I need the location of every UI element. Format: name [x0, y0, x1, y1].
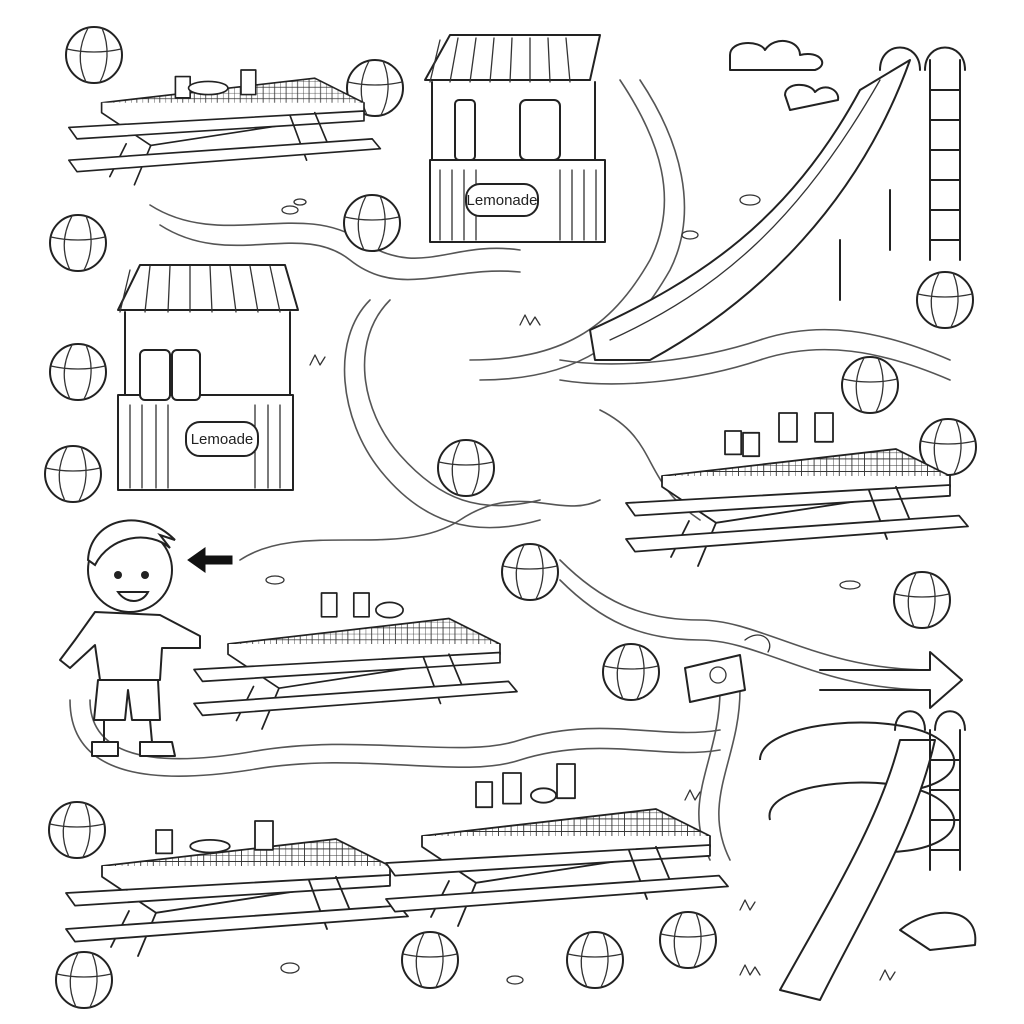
- beach-ball-icon: [49, 214, 107, 272]
- lemonade-stand-left: Lemoade: [117, 264, 299, 491]
- clouds: [729, 40, 840, 111]
- beach-ball-icon: [437, 439, 495, 497]
- picnic-table-center-left: [193, 592, 518, 730]
- beach-ball-icon: [566, 931, 624, 989]
- beach-ball-icon: [893, 571, 951, 629]
- beach-ball-icon: [65, 26, 123, 84]
- lemonade-sign-top: Lemonade: [467, 192, 538, 209]
- beach-ball-icon: [659, 911, 717, 969]
- picnic-table-mid-right: [625, 412, 969, 567]
- maze-paths: [69, 79, 951, 861]
- picnic-table-top-left: [67, 69, 382, 186]
- spiral-slide-icon: [759, 710, 977, 1001]
- beach-ball-icon: [401, 931, 459, 989]
- beach-ball-icon: [55, 951, 113, 1009]
- picnic-table-bottom-left: [65, 820, 409, 957]
- beach-ball-icon: [44, 445, 102, 503]
- slide-icon: [589, 46, 966, 361]
- arrow-right-icon: [819, 651, 963, 709]
- picnic-table-bottom-center: [385, 763, 729, 927]
- arrow-left-icon: [187, 547, 233, 573]
- beach-ball-icon: [602, 643, 660, 701]
- boy-character: [59, 519, 201, 757]
- pebbles: [265, 194, 861, 985]
- lemonade-stand-top: Lemonade: [424, 34, 606, 243]
- beach-ball-icon: [841, 356, 899, 414]
- lemonade-sign-left: Lemoade: [191, 431, 254, 448]
- beach-ball-icon: [501, 543, 559, 601]
- beach-ball-icon: [916, 271, 974, 329]
- beach-ball-icon: [343, 194, 401, 252]
- camera-doodle: [684, 634, 771, 703]
- beach-ball-icon: [49, 343, 107, 401]
- ground-tufts: [309, 314, 896, 981]
- beach-ball-icon: [48, 801, 106, 859]
